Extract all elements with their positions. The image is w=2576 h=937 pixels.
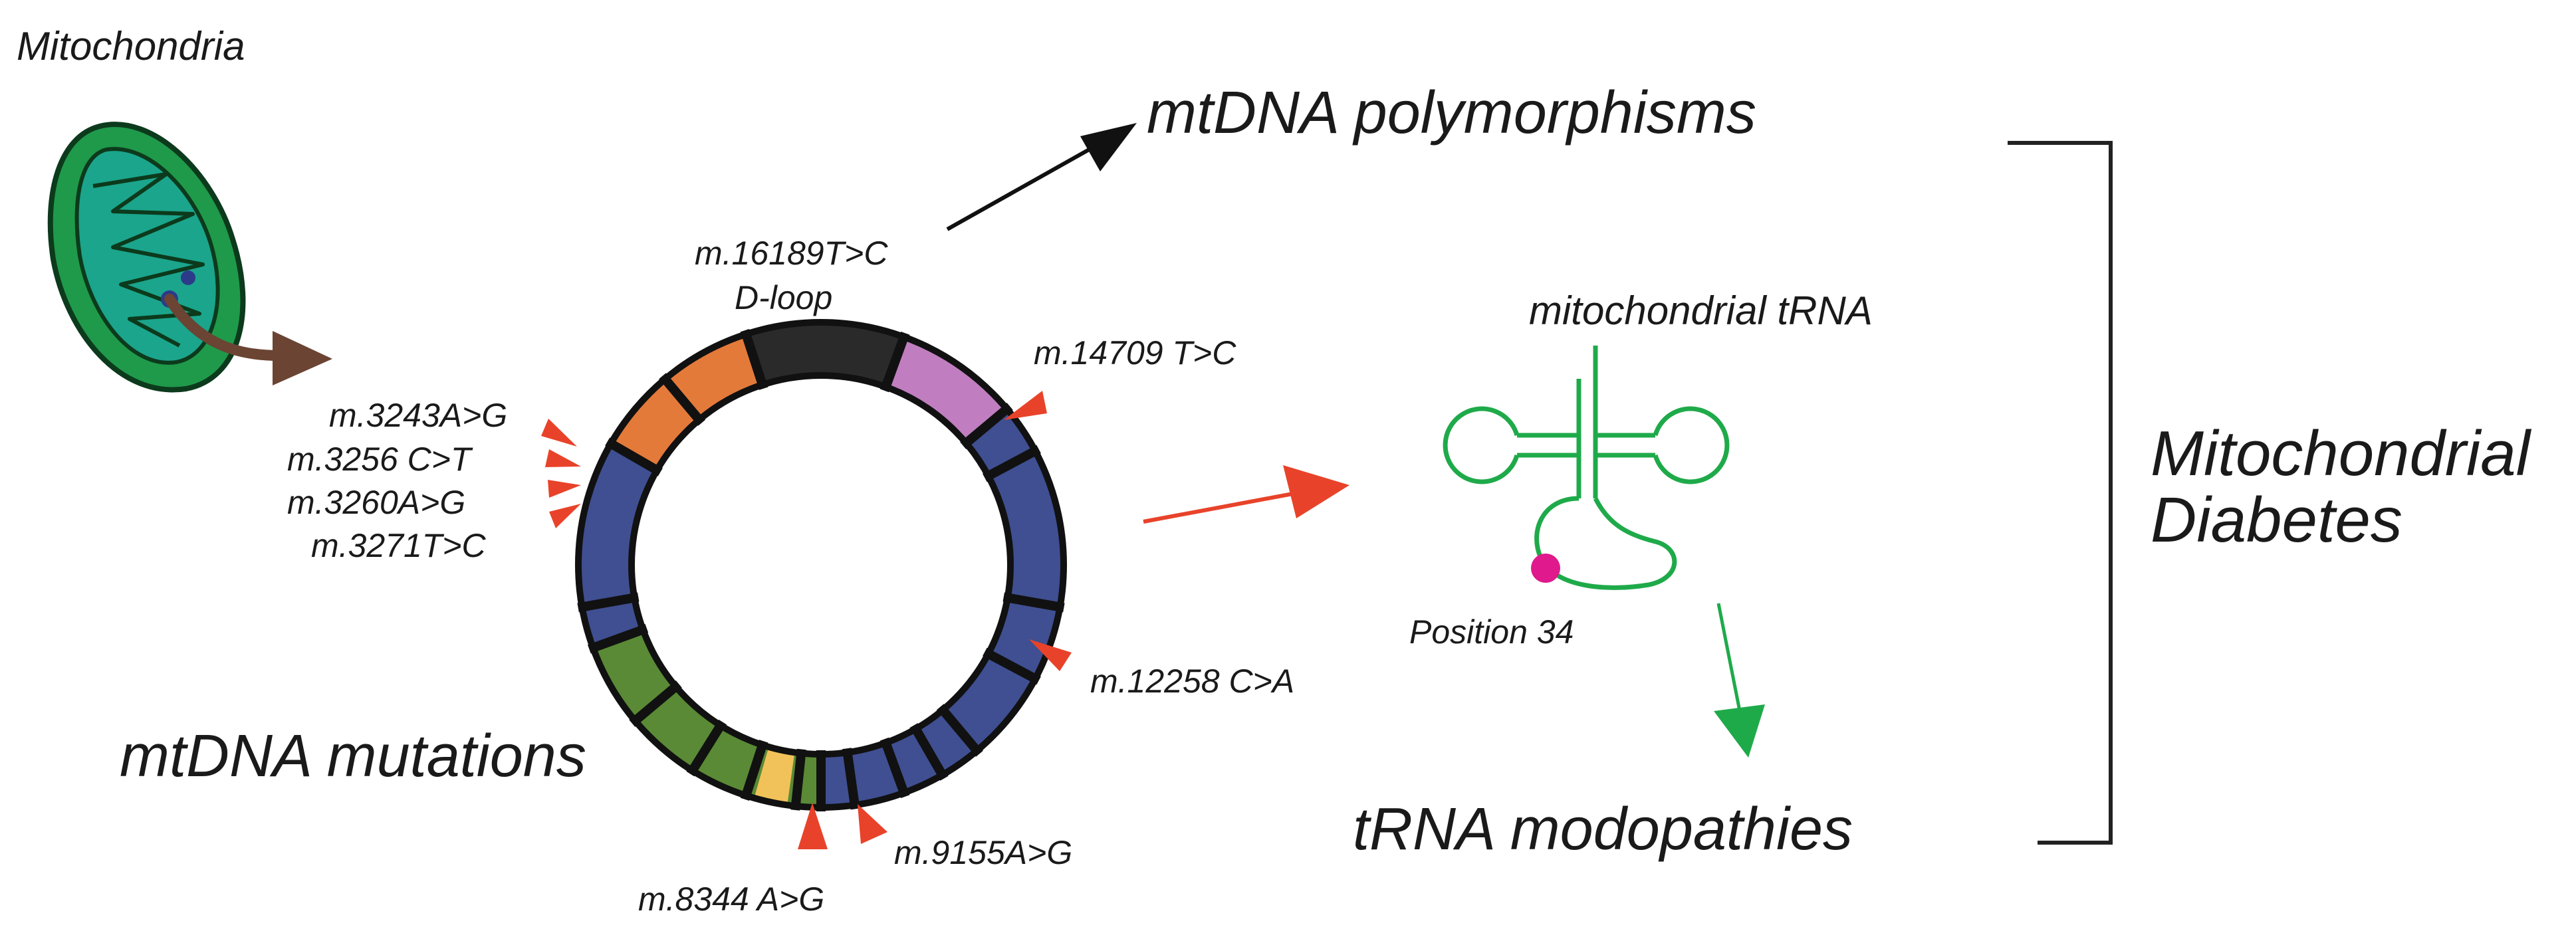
- ring-divider: [740, 328, 768, 390]
- ring-divider: [842, 748, 860, 810]
- ring-outline: [628, 372, 1014, 758]
- ring-divider: [577, 592, 640, 613]
- mutation-label-m9155: m.9155A>G: [894, 834, 1072, 871]
- trna-cloverleaf-icon: [1443, 346, 1730, 590]
- ring-outline: [575, 319, 1067, 811]
- mtdna-mutations-label: mtDNA mutations: [120, 723, 586, 789]
- mutation-marker-m8344: [798, 803, 828, 849]
- ring-divider: [740, 740, 768, 801]
- ring-divider: [936, 704, 983, 757]
- ring-divider: [879, 331, 910, 393]
- mutation-to-trna-arrowhead: [1283, 465, 1349, 518]
- mutation-marker-m12258: [1029, 639, 1072, 671]
- mutation-label-m8344: m.8344 A>G: [638, 881, 824, 918]
- ring-divider: [587, 623, 649, 654]
- position-34-dot: [1531, 554, 1560, 583]
- diabetes-bracket: [2008, 141, 2113, 845]
- mutation-marker-m9155: [858, 804, 887, 844]
- mutation-label-m3271: m.3271T>C: [311, 527, 487, 564]
- ring-divider: [983, 647, 1041, 685]
- ring-divider: [909, 723, 949, 781]
- ring-divider: [983, 445, 1041, 482]
- mutation-label-m3260: m.3260A>G: [287, 484, 465, 521]
- dloop-mutation-label: m.16189T>C: [695, 235, 888, 272]
- mito-diabetes-label-line1: Mitochondrial: [2151, 418, 2532, 489]
- trna-to-modopathies-arrowhead: [1714, 704, 1765, 758]
- ring-segment: [885, 337, 1007, 443]
- polymorphism-arrowhead: [1080, 123, 1137, 171]
- mutation-label-m12258: m.12258 C>A: [1090, 663, 1294, 700]
- mitochondria-label: Mitochondria: [17, 24, 245, 68]
- position-label: Position 34: [1409, 613, 1574, 651]
- ring-divider: [1002, 592, 1065, 613]
- mitochondrion-icon: [47, 122, 246, 393]
- mutation-label-m3243: m.3243A>G: [329, 397, 507, 434]
- trna-modopathies-label: tRNA modopathies: [1353, 796, 1853, 863]
- mtdna-polymorphisms-label: mtDNA polymorphisms: [1147, 80, 1756, 146]
- dloop-label: D-loop: [735, 279, 832, 316]
- ring-segment-yellow: [754, 746, 795, 805]
- ring-divider: [659, 373, 706, 426]
- mito-diabetes-label-line2: Diabetes: [2151, 484, 2402, 556]
- mutation-label-m3256: m.3256 C>T: [287, 441, 473, 478]
- polymorphism-arrow: [946, 138, 1108, 231]
- ring-divider: [605, 437, 663, 476]
- trna-to-modopathies-arrow: [1716, 603, 1742, 715]
- ring-divider: [790, 748, 806, 811]
- ring-divider: [629, 680, 682, 727]
- ring-segment: [578, 443, 657, 648]
- ring-divider: [960, 403, 1013, 450]
- ring-divider: [686, 719, 727, 777]
- mtdna-ring: [575, 319, 1067, 811]
- ring-divider: [879, 737, 910, 799]
- mutation-to-trna-arrow: [1143, 491, 1297, 524]
- mitochondria-to-mtdna-arrow: [164, 294, 332, 385]
- ring-segment: [746, 322, 904, 387]
- ring-segment: [610, 379, 699, 470]
- mutation-markers-left: [541, 419, 581, 528]
- mutation-label-m14709: m.14709 T>C: [1034, 334, 1236, 371]
- ring-segment: [665, 334, 762, 420]
- mutation-marker-m14709: [1004, 391, 1047, 420]
- mitochondrial-trna-label: mitochondrial tRNA: [1529, 288, 1873, 333]
